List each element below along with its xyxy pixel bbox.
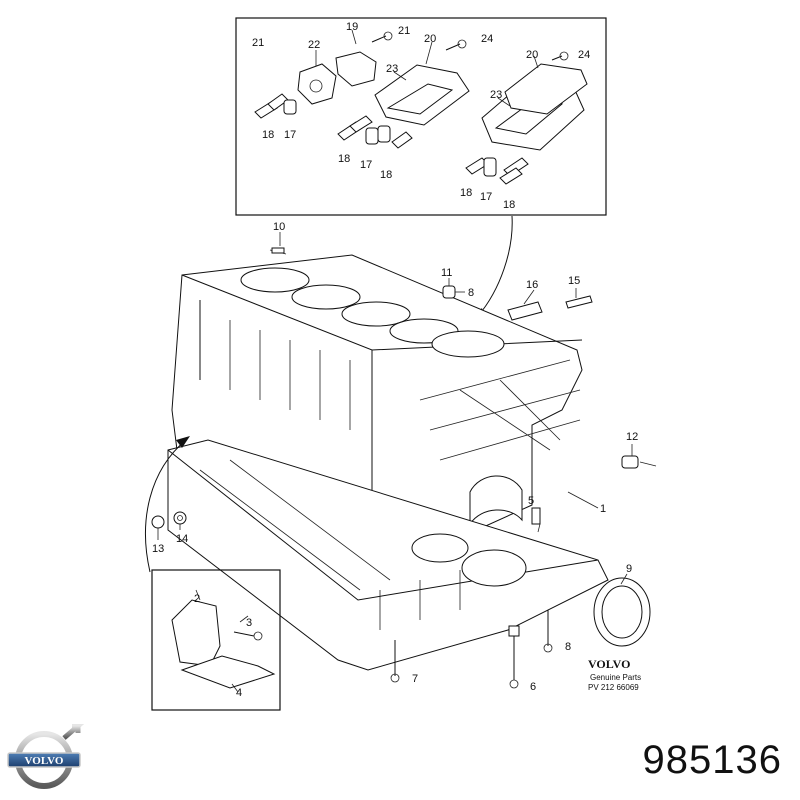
inset-box-sensors: [235, 17, 607, 216]
callout-10: 10: [273, 221, 285, 233]
callout-5: 5: [528, 495, 534, 507]
stamp-line1: Genuine Parts: [590, 673, 641, 682]
crankcase-lower: [167, 439, 609, 671]
callout-8b: 8: [565, 641, 571, 653]
callout-23a: 23: [386, 63, 398, 75]
callout-8a: 8: [468, 287, 474, 299]
inset-pointer-arrow: [477, 215, 513, 317]
callout-9: 9: [626, 563, 632, 575]
callout-leader-lines: [157, 232, 633, 585]
logo-wordmark: VOLVO: [25, 755, 64, 767]
callout-16: 16: [526, 279, 538, 291]
callout-24a: 24: [481, 33, 493, 45]
inset-box-mount: [151, 569, 281, 711]
callout-22: 22: [308, 39, 320, 51]
callout-labels: 21 22 19 21 20 24 20 24 23 23 18 17 18 1…: [152, 21, 638, 699]
callout-21a: 21: [252, 37, 264, 49]
part-number: 985136: [642, 738, 782, 782]
callout-17c: 17: [480, 191, 492, 203]
callout-12: 12: [626, 431, 638, 443]
callout-24b: 24: [578, 49, 590, 61]
stamp-brand: VOLVO: [588, 657, 630, 671]
callout-7: 7: [412, 673, 418, 685]
callout-4: 4: [236, 687, 242, 699]
callout-18c: 18: [380, 169, 392, 181]
callout-18e: 18: [503, 199, 515, 211]
callout-18a: 18: [262, 129, 274, 141]
callout-20b: 20: [526, 49, 538, 61]
callout-14: 14: [176, 533, 188, 545]
callout-3: 3: [246, 617, 252, 629]
callout-11: 11: [441, 267, 452, 279]
callout-17a: 17: [284, 129, 296, 141]
callout-17b: 17: [360, 159, 372, 171]
stamp-line2: PV 212 66069: [588, 683, 639, 692]
callout-20a: 20: [424, 33, 436, 45]
genuine-parts-stamp: VOLVO Genuine Parts PV 212 66069: [588, 657, 641, 692]
callout-21b: 21: [398, 25, 410, 37]
callout-19: 19: [346, 21, 358, 33]
callout-6: 6: [530, 681, 536, 693]
callout-23b: 23: [490, 89, 502, 101]
loose-parts: [151, 247, 657, 689]
callout-18d: 18: [460, 187, 472, 199]
callout-15: 15: [568, 275, 580, 287]
mount-pointer-arrowhead: [176, 436, 190, 448]
mount-pointer-arrow: [145, 439, 187, 573]
callout-2: 2: [194, 593, 200, 605]
callout-18b: 18: [338, 153, 350, 165]
volvo-logo: VOLVO: [7, 724, 85, 789]
callout-13: 13: [152, 543, 164, 555]
callout-1: 1: [600, 503, 606, 515]
